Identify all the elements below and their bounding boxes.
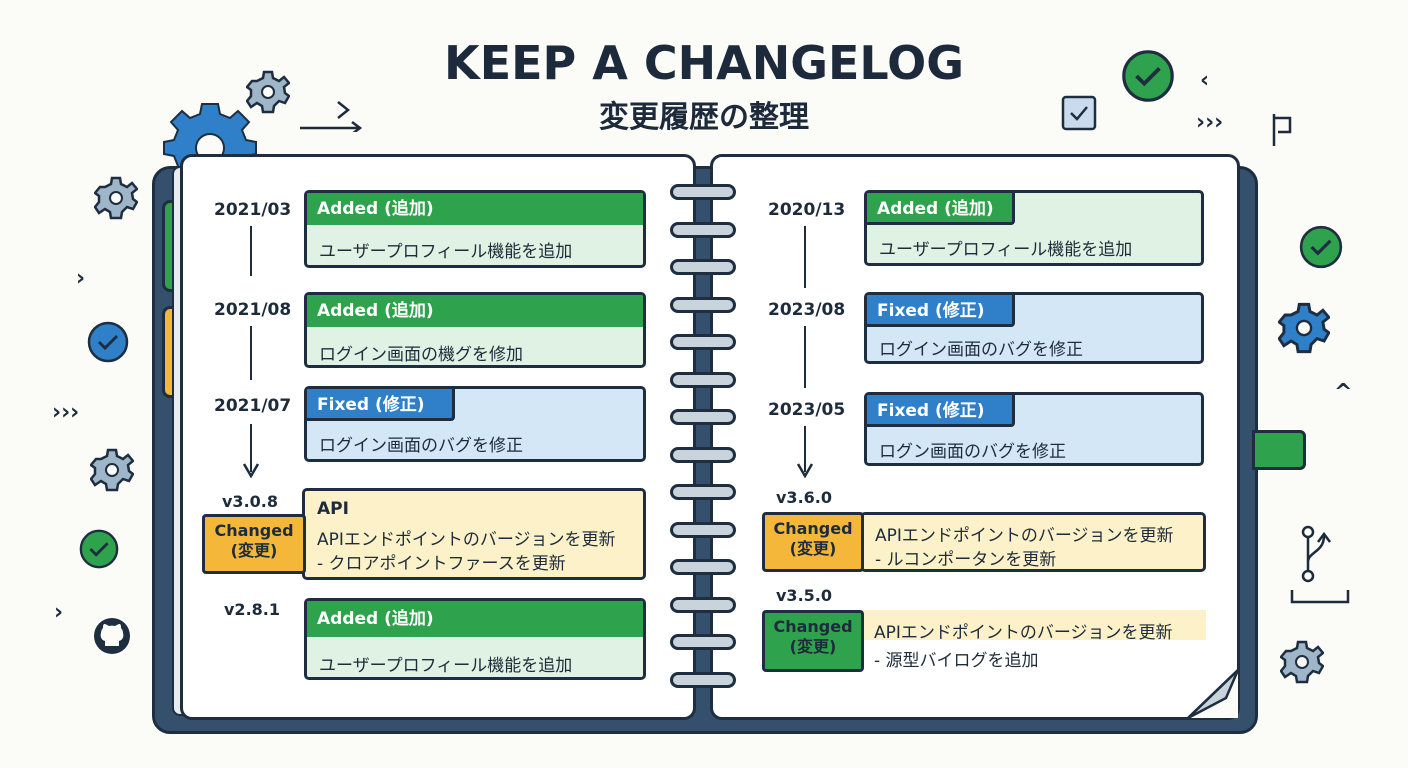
chevron-right-icon: › <box>54 600 64 625</box>
changelog-entry[interactable]: Added (追加) ユーザープロフィール機能を追加 <box>304 190 646 268</box>
changelog-entry[interactable]: Fixed (修正) ログン画面のバグを修正 <box>864 392 1204 466</box>
version-label: v3.5.0 <box>776 586 832 605</box>
entry-description: ログイン画面のバグを修正 <box>879 340 1083 360</box>
arrow-right-icon <box>300 101 363 132</box>
branch-icon <box>1290 525 1350 604</box>
entry-date: 2020/13 <box>768 200 846 220</box>
entry-type-label: Added (追加) <box>307 193 643 225</box>
spiral-ring <box>670 484 736 500</box>
timeline-line <box>250 424 252 472</box>
entry-date: 2021/07 <box>214 396 292 416</box>
entry-type-label: Fixed (修正) <box>867 295 1015 327</box>
entry-description: ユーザープロフィール機能を追加 <box>879 240 1133 260</box>
check-icon <box>1299 225 1343 269</box>
spiral-ring <box>670 446 736 463</box>
timeline-line <box>804 426 806 472</box>
timeline-line <box>250 226 252 276</box>
github-icon <box>94 618 130 654</box>
entry-line: - 源型バイログを追加 <box>874 651 1039 671</box>
spiral-ring <box>670 334 736 350</box>
entry-type-label: Added (追加) <box>307 295 643 327</box>
entry-description: ログイン画面のバグを修正 <box>319 436 523 456</box>
gear-icon <box>1278 302 1330 354</box>
gear-icon <box>246 70 290 114</box>
changed-badge-line1: Changed <box>773 519 853 538</box>
spiral-ring <box>670 559 736 575</box>
spiral-ring <box>670 521 736 538</box>
version-label: v3.0.8 <box>222 492 278 511</box>
entry-line: - クロアポイントファースを更新 <box>317 554 566 574</box>
changelog-entry[interactable]: Fixed (修正) ログイン画面のバグを修正 <box>304 386 646 462</box>
entry-description: ユーザープロフィール機能を追加 <box>319 242 573 262</box>
gear-icon <box>1280 640 1324 684</box>
version-label: v2.8.1 <box>224 600 280 619</box>
entry-description: ログン画面のバグを修正 <box>879 442 1066 462</box>
entry-line: APIエンドポイントのバージョンを更新 <box>875 526 1174 546</box>
gear-icon <box>90 448 134 492</box>
spiral-ring <box>670 634 736 650</box>
check-icon <box>79 529 119 569</box>
chevron-up-icon: ^ <box>1334 380 1353 405</box>
changed-badge-line2: (変更) <box>230 541 278 560</box>
entry-date: 2021/03 <box>214 200 292 220</box>
spiral-ring <box>670 409 736 425</box>
entry-type-label: Added (追加) <box>867 193 1015 225</box>
entry-type-label: Fixed (修正) <box>307 389 455 421</box>
entry-date: 2023/05 <box>768 400 846 420</box>
entry-date: 2021/08 <box>214 300 292 320</box>
spiral-ring <box>670 296 736 313</box>
page-subtitle: 変更履歴の整理 <box>599 100 809 135</box>
entry-type-label: Fixed (修正) <box>867 395 1015 427</box>
timeline-line <box>804 226 806 288</box>
changelog-entry-changed[interactable]: API APIエンドポイントのバージョンを更新 - クロアポイントファースを更新 <box>302 488 646 580</box>
triple-chevron-icon: ››› <box>52 400 80 425</box>
spiral-ring <box>670 221 736 238</box>
changed-badge-line1: Changed <box>773 617 853 636</box>
page-curl <box>1187 669 1240 720</box>
timeline-line <box>250 326 252 380</box>
entry-date: 2023/08 <box>768 300 846 320</box>
entry-line: API <box>317 499 349 519</box>
changed-badge[interactable]: Changed (変更) <box>762 512 864 572</box>
version-label: v3.6.0 <box>776 488 832 507</box>
changed-badge[interactable]: Changed (変更) <box>202 514 306 574</box>
spiral-ring <box>670 184 736 200</box>
entry-line: APIエンドポイントのバージョンを更新 <box>874 623 1173 643</box>
gear-icon <box>94 176 138 220</box>
checkbox-icon <box>1061 95 1097 131</box>
check-icon <box>1122 50 1174 102</box>
changelog-entry[interactable]: Added (追加) ユーザープロフィール機能を追加 <box>864 190 1204 266</box>
changelog-entry-changed[interactable] <box>860 610 1206 640</box>
entry-description: ユーザープロフィール機能を追加 <box>319 656 573 676</box>
spiral-ring <box>670 671 736 688</box>
triple-chevron-icon: ››› <box>1196 110 1224 135</box>
changelog-entry[interactable]: Added (追加) ログイン画面の機グを修加 <box>304 292 646 368</box>
changed-badge-line2: (変更) <box>789 637 837 656</box>
spiral-ring <box>670 371 736 388</box>
changed-badge-line1: Changed <box>214 521 294 540</box>
spiral-ring <box>670 259 736 275</box>
timeline-line <box>804 326 806 388</box>
entry-type-label: Added (追加) <box>307 601 643 637</box>
changelog-entry[interactable]: Fixed (修正) ログイン画面のバグを修正 <box>864 292 1204 364</box>
chevron-right-icon: › <box>76 266 86 291</box>
page-title: KEEP A CHANGELOG <box>444 36 964 90</box>
flag-icon <box>1272 114 1292 146</box>
entry-line: - ルコンポータンを更新 <box>875 550 1057 570</box>
changed-badge-line2: (変更) <box>789 539 837 558</box>
timeline-arrow <box>242 463 260 478</box>
timeline-arrow <box>796 463 814 478</box>
entry-line: APIエンドポイントのバージョンを更新 <box>317 530 616 550</box>
chevron-left-icon: ‹ <box>1200 68 1210 93</box>
changelog-entry[interactable]: Added (追加) ユーザープロフィール機能を追加 <box>304 598 646 680</box>
entry-description: ログイン画面の機グを修加 <box>319 345 523 365</box>
spiral-ring <box>670 596 736 613</box>
changed-badge[interactable]: Changed (変更) <box>762 610 864 672</box>
tab-green-right[interactable] <box>1252 430 1306 470</box>
changelog-entry-changed[interactable]: APIエンドポイントのバージョンを更新 - ルコンポータンを更新 <box>860 512 1206 572</box>
check-icon <box>87 321 129 363</box>
